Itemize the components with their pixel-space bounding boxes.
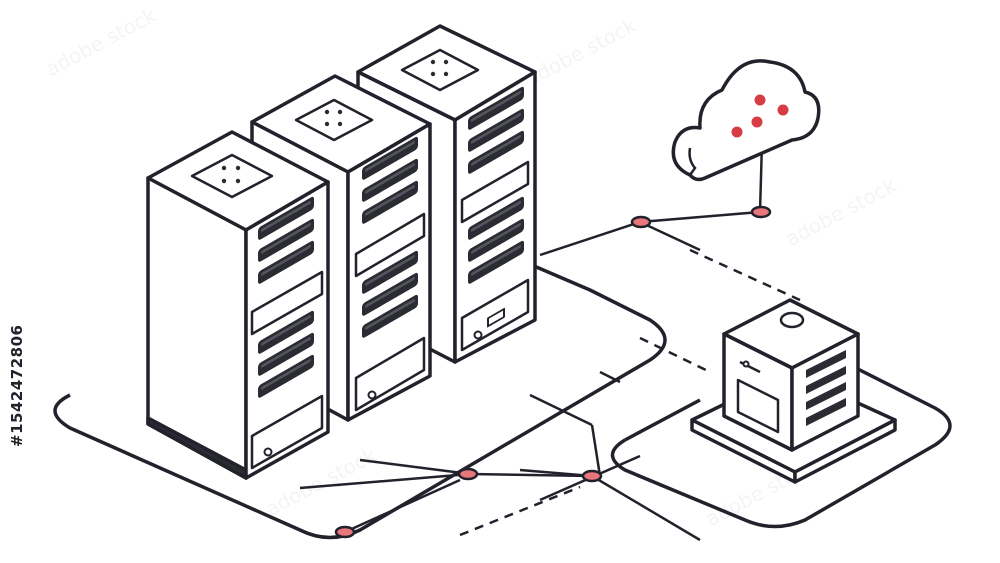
- dashed-links: [459, 248, 801, 537]
- right-floor-platform: [610, 358, 952, 529]
- stock-asset-id: #1542472806: [8, 324, 26, 448]
- server-rack-icon: [146, 130, 330, 480]
- storage-box-icon: [690, 298, 897, 484]
- cloud-icon: [671, 59, 821, 182]
- network-node-icon: [334, 205, 772, 539]
